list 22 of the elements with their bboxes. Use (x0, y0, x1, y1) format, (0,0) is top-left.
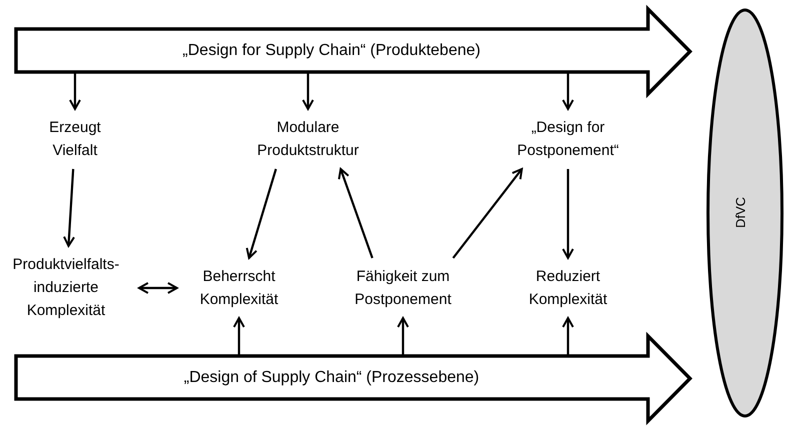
arrow (397, 317, 409, 356)
arrow (138, 282, 178, 294)
arrow (63, 168, 76, 247)
node-label: „Design for Supply Chain“ (Produktebene) (182, 41, 482, 61)
arrow (233, 317, 245, 356)
arrow (69, 72, 81, 110)
node-label: DfVC (734, 196, 750, 230)
node-label: Beherrscht Komplexität (184, 265, 294, 311)
arrow (562, 72, 574, 110)
arrow (452, 168, 523, 259)
node-label: „Design of Supply Chain“ (Prozessebene) (182, 368, 480, 388)
node-label: Modulare Produktstruktur (233, 116, 383, 162)
arrow (246, 168, 277, 259)
arrow (302, 72, 314, 110)
arrow (562, 169, 574, 259)
arrow (338, 168, 374, 258)
arrow (562, 317, 574, 356)
node-label: Produktvielfalts- induzierte Komplexität (0, 253, 132, 322)
node-label: Fähigkeit zum Postponement (338, 265, 468, 311)
node-label: Erzeugt Vielfalt (35, 116, 115, 162)
node-label: „Design for Postponement“ (493, 116, 643, 162)
node-label: Reduziert Komplexität (513, 265, 623, 311)
